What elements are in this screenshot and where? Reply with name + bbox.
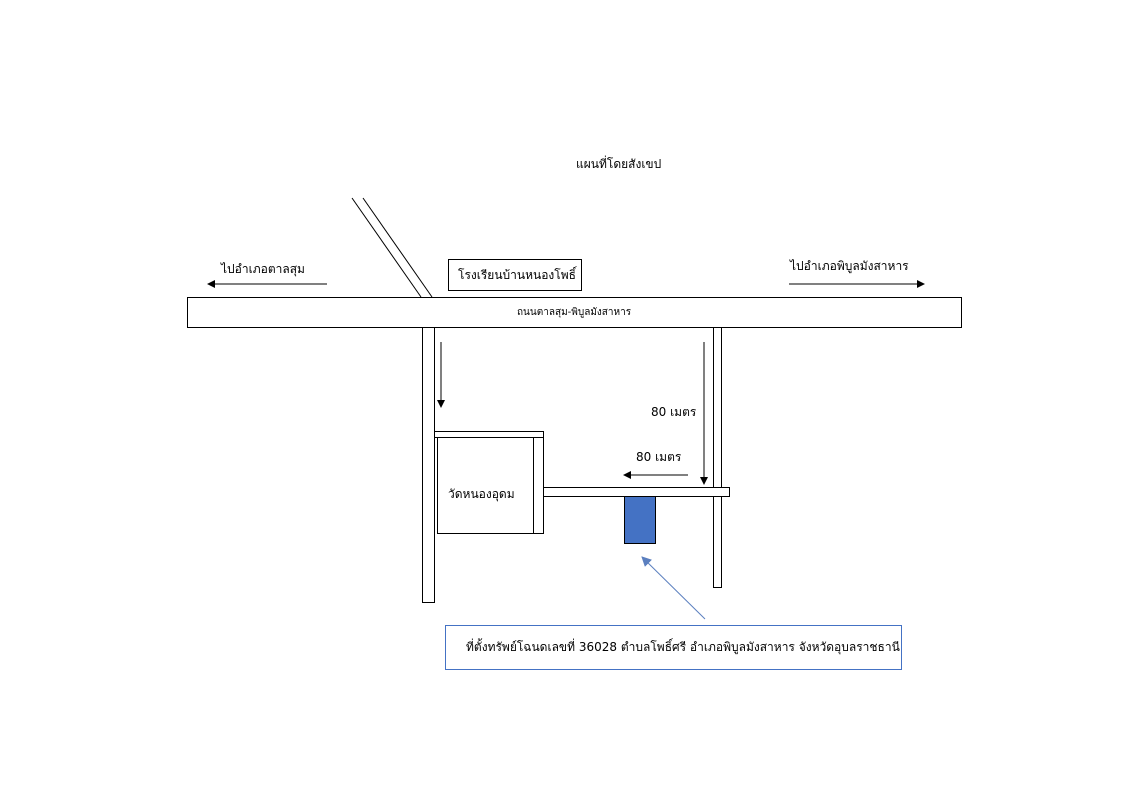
map-title: แผนที่โดยสังเขป — [576, 157, 662, 171]
distance-horizontal-label: 80 เมตร — [636, 450, 682, 464]
road-label: ถนนตาลสุม-พิบูลมังสาหาร — [517, 307, 632, 318]
temple-block-top — [434, 431, 544, 438]
temple-label: วัดหนองอุดม — [448, 487, 515, 501]
diagonal-road-line-left — [351, 197, 422, 298]
horizontal-lane — [543, 487, 730, 497]
property-marker — [624, 496, 656, 544]
temple-block — [437, 437, 534, 534]
right-direction-label: ไปอำเภอพิบูลมังสาหาร — [790, 259, 909, 273]
property-callout-box: ที่ตั้งทรัพย์โฉนดเลขที่ 36028 ตำบลโพธิ์ศ… — [445, 625, 902, 670]
temple-block-side — [533, 437, 544, 534]
distance-vertical-label: 80 เมตร — [651, 405, 697, 419]
left-direction-label: ไปอำเภอตาลสุม — [221, 262, 305, 276]
diagonal-road-line-right — [362, 197, 433, 298]
school-label-box: โรงเรียนบ้านหนองโพธิ์ — [448, 259, 582, 291]
right-lane — [713, 327, 722, 588]
property-note: ที่ตั้งทรัพย์โฉนดเลขที่ 36028 ตำบลโพธิ์ศ… — [466, 640, 900, 654]
main-road — [187, 297, 962, 328]
left-lane — [422, 327, 435, 603]
school-label: โรงเรียนบ้านหนองโพธิ์ — [458, 268, 576, 282]
callout-arrow — [641, 556, 706, 620]
